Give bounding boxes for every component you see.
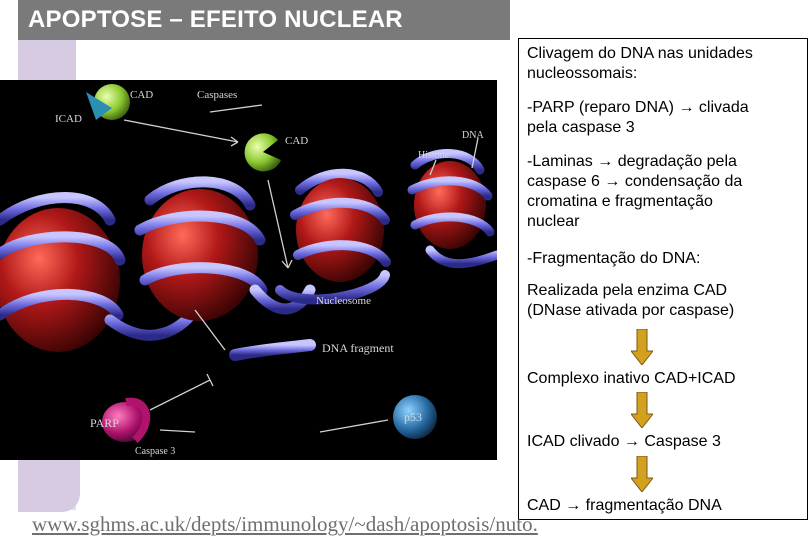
label-histone: Histone [418, 150, 450, 161]
title-bar [18, 0, 510, 40]
label-caspases: Caspases [197, 89, 237, 101]
label-caspase3: Caspase 3 [135, 446, 175, 457]
source-link[interactable]: www.sghms.ac.uk/depts/immunology/~dash/a… [32, 512, 538, 536]
cad-line2: (DNase ativada por caspase) [527, 302, 735, 319]
down-arrow-icon-3 [631, 456, 653, 492]
page-title: APOPTOSE – EFEITO NUCLEAR [28, 6, 403, 33]
laminas-line3: cromatina e fragmentação [527, 193, 713, 210]
label-nucleosome: Nucleosome [316, 295, 371, 307]
laminas-line1: -Laminas → degradação pela [527, 153, 737, 170]
cad-line1: Realizada pela enzima CAD [527, 282, 728, 299]
panel-heading-line1: Clivagem do DNA nas unidades [527, 45, 753, 62]
parp-fragment [125, 397, 151, 443]
nucleosome-4 [407, 149, 497, 269]
diagram-canvas: CAD ICAD Caspases CAD DNA Histone Nucleo… [0, 84, 497, 457]
decorative-ribbon-bottom [18, 460, 80, 512]
nucleosome-diagram: CAD ICAD Caspases CAD DNA Histone Nucleo… [0, 80, 497, 460]
fragmentation-heading: -Fragmentação do DNA: [527, 250, 701, 267]
p53-molecule [393, 395, 437, 439]
label-parp: PARP [90, 416, 119, 430]
dna-fragment [229, 339, 316, 361]
label-dna: DNA [462, 130, 484, 141]
label-cad-mid: CAD [285, 135, 308, 147]
label-p53: p53 [404, 410, 422, 424]
label-cad-top: CAD [130, 89, 153, 101]
decorative-ribbon-top [18, 40, 76, 80]
down-arrow-icon-2 [631, 392, 653, 428]
nucleosome-2 [134, 176, 316, 321]
label-icad: ICAD [55, 113, 82, 125]
parp-line1: -PARP (reparo DNA) → clivada [527, 99, 749, 116]
icad-cleaved-text: ICAD clivado → Caspase 3 [527, 433, 721, 450]
pointer-lines [123, 104, 479, 433]
complex-text: Complexo inativo CAD+ICAD [527, 370, 736, 387]
laminas-line4: nuclear [527, 213, 580, 230]
cad-icad-complex [86, 84, 130, 120]
cad-result-text: CAD → fragmentação DNA [527, 497, 722, 514]
laminas-line2: caspase 6 → condensação da [527, 173, 743, 190]
nucleosome-3 [275, 168, 391, 305]
cad-active [244, 133, 281, 172]
nucleosome-1 [0, 192, 201, 352]
explanation-panel: Clivagem do DNA nas unidades nucleossoma… [518, 38, 808, 520]
down-arrow-icon-1 [631, 329, 653, 365]
parp-line2: pela caspase 3 [527, 119, 635, 136]
parp-molecule [102, 402, 148, 442]
label-dna-fragment: DNA fragment [322, 341, 394, 355]
panel-heading-line2: nucleossomais: [527, 65, 638, 82]
